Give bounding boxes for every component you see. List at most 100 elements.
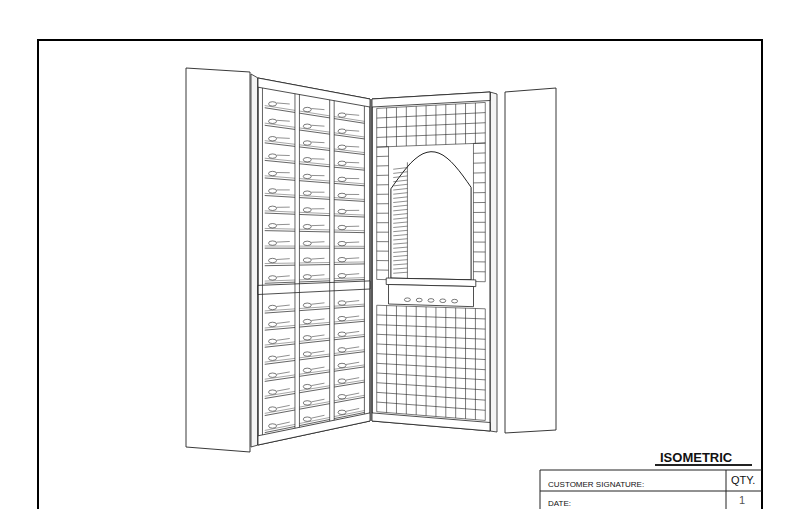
bottle (269, 189, 277, 193)
cubby-line (377, 232, 389, 233)
rack-shelf (265, 213, 295, 214)
back-rack-line (393, 264, 407, 265)
rack-shelf (265, 263, 295, 264)
rack-shelf (299, 262, 329, 263)
rack-shelf (299, 372, 329, 376)
back-rack-line (393, 222, 407, 223)
bottle (303, 158, 311, 162)
bottle (311, 125, 324, 127)
bottle (311, 225, 324, 226)
bottle (311, 208, 324, 209)
rack-shelf (334, 246, 364, 247)
cubby-line (377, 334, 486, 339)
rack-shelf (334, 280, 364, 281)
bottle (303, 352, 311, 356)
cubby-line (377, 102, 486, 108)
rack-shelf (299, 179, 329, 181)
bottle (346, 408, 359, 411)
back-rack-line (393, 255, 407, 256)
rack-shelf (299, 246, 329, 247)
title-block-field: CUSTOMER SIGNATURE: (548, 481, 644, 489)
rack-shelf (299, 248, 329, 249)
rack-shelf (334, 263, 364, 265)
cubby-line (377, 325, 486, 330)
cubby-line (485, 309, 486, 421)
rack-shelf (334, 181, 364, 183)
bottle (346, 316, 359, 318)
back-rack-line (393, 239, 407, 240)
rack-shelf (265, 125, 295, 129)
bottle (269, 258, 277, 262)
bottle (452, 299, 458, 303)
cubby-line (445, 308, 446, 418)
bottle (277, 372, 290, 374)
rack-post (299, 95, 300, 428)
bottle (338, 209, 346, 213)
bottle (338, 145, 346, 149)
back-rack-line (393, 205, 407, 206)
cubby-line (377, 241, 389, 242)
rack-shelf (334, 198, 364, 200)
bottle (338, 379, 346, 383)
bottle (303, 191, 311, 195)
bottle (311, 399, 324, 402)
rack-shelf (299, 388, 329, 393)
bottle (346, 393, 359, 396)
bottle (338, 348, 346, 352)
back-rack-line (393, 184, 407, 186)
bottle (269, 322, 277, 326)
bottle (346, 210, 359, 211)
rack-post (329, 100, 330, 421)
bottle (338, 257, 346, 261)
bottle (303, 336, 311, 340)
rack-post (370, 107, 371, 413)
bottle (346, 378, 359, 380)
rack-shelf (334, 261, 364, 262)
bottle (277, 276, 290, 277)
rack-crown (372, 92, 490, 107)
back-rack-line (393, 209, 407, 210)
cubby-line (435, 307, 436, 416)
display-shelf (389, 285, 474, 307)
bottle (277, 422, 290, 425)
bottle (303, 241, 311, 245)
rack-shelf (265, 282, 295, 283)
back-rack-line (393, 235, 407, 236)
bottle (346, 301, 359, 302)
rack-shelf (334, 395, 364, 400)
cubby-line (473, 152, 485, 153)
rack-shelf (265, 176, 295, 178)
bottle (338, 332, 346, 336)
bottle (277, 137, 290, 139)
rack-shelf (334, 232, 364, 234)
rack-shelf (265, 193, 295, 195)
bottle (269, 373, 277, 377)
cubby-line (377, 260, 389, 261)
rack-shelf (299, 264, 329, 266)
bottle (338, 301, 346, 305)
cubby-line (473, 143, 485, 144)
bottle (269, 424, 277, 428)
rack-post (258, 87, 259, 436)
rack-shelf (299, 130, 329, 134)
bottle (303, 417, 311, 421)
cubby-line (473, 261, 485, 262)
bottle (277, 305, 290, 306)
cubby-line (473, 251, 485, 252)
cubby-line (377, 392, 486, 400)
rack-shelf (265, 143, 295, 147)
cubby-line (473, 192, 485, 193)
bottle (338, 177, 346, 181)
rack-crown (258, 78, 370, 107)
rack-shelf (299, 229, 329, 231)
bottle (346, 274, 359, 275)
cubby-line (377, 222, 389, 223)
bottle (346, 194, 359, 195)
rack-divider (258, 281, 370, 295)
cubby-line (386, 306, 387, 413)
bottle (416, 298, 422, 302)
bottle (311, 319, 324, 321)
bottle (269, 171, 277, 175)
bottle (311, 109, 324, 110)
